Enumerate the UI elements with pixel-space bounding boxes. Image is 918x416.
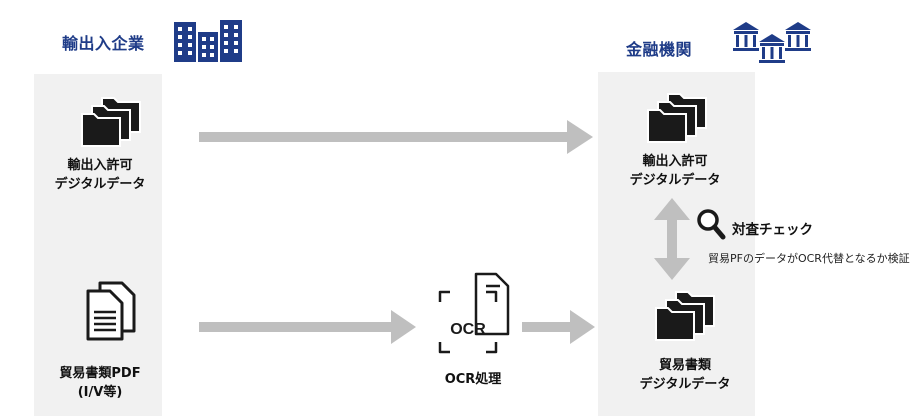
check-note: 貿易PFのデータがOCR代替となるか検証 <box>708 252 910 265</box>
document-stack-icon <box>84 280 138 342</box>
check-title: 対査チェック <box>732 222 813 238</box>
magnifier-icon <box>696 208 726 240</box>
right-header-title: 金融機関 <box>626 40 693 59</box>
ocr-label: OCR処理 <box>444 372 502 387</box>
office-buildings-icon <box>174 20 244 62</box>
folder-stack-icon <box>80 96 142 148</box>
bank-buildings-icon <box>733 20 813 66</box>
left-license-label: 輸出入許可 デジタルデータ <box>54 158 146 192</box>
ocr-scan-icon: OCR <box>438 272 514 356</box>
top-arrow <box>199 120 594 154</box>
ocr-icon-text: OCR <box>450 321 486 338</box>
vertical-double-arrow <box>654 198 690 280</box>
left-header-title: 輸出入企業 <box>62 34 145 53</box>
right-license-label: 輸出入許可 デジタルデータ <box>629 154 721 188</box>
pdf-to-ocr-arrow <box>199 310 417 344</box>
left-pdf-label: 貿易書類PDF (I/V等) <box>59 366 141 400</box>
ocr-to-bank-arrow <box>522 310 596 344</box>
folder-stack-icon <box>646 92 708 144</box>
folder-stack-icon <box>654 290 716 342</box>
right-trade-label: 貿易書類 デジタルデータ <box>639 358 731 392</box>
